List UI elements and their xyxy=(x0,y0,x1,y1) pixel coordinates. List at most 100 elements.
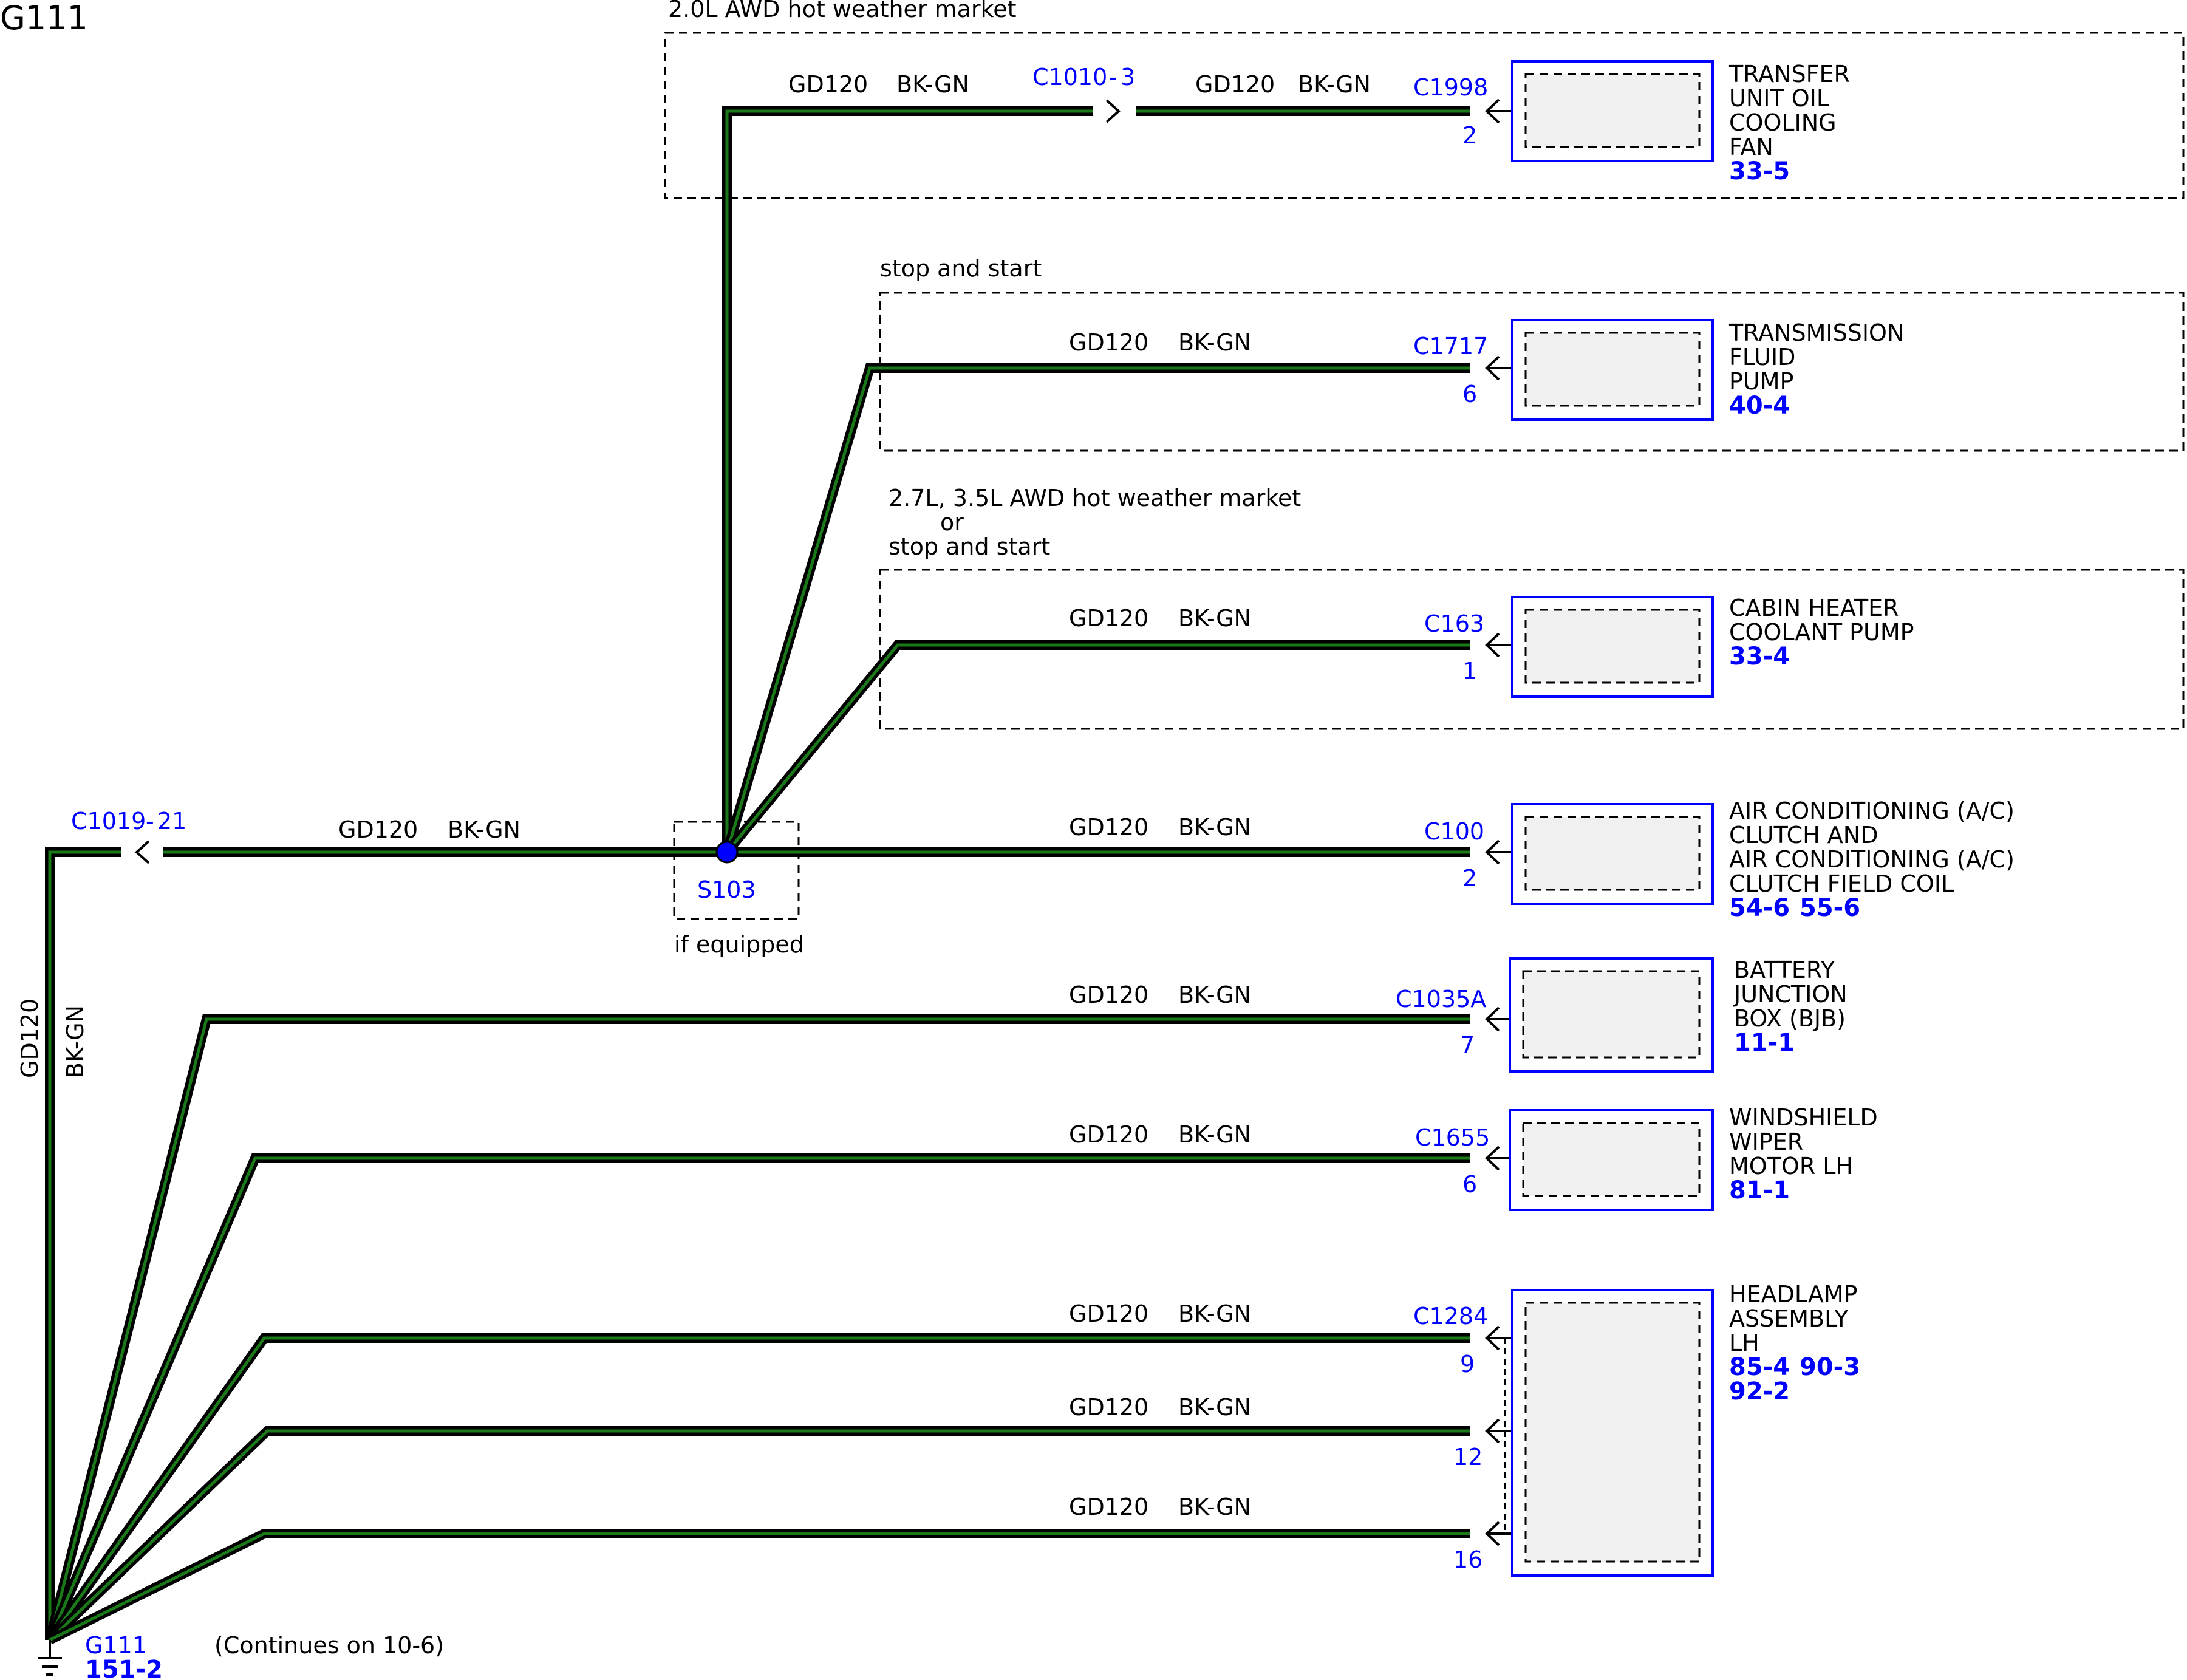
connector-pin: 2 xyxy=(1462,865,1477,892)
wire-circuit-label: GD120 xyxy=(1195,71,1275,98)
component-name: FLUID xyxy=(1729,344,1795,370)
page-ref-link[interactable]: 40-4 xyxy=(1729,392,1790,420)
wire-color-label-vertical: BK-GN xyxy=(62,1005,89,1078)
wire-circuit-label: GD120 xyxy=(1069,605,1148,632)
component-cabin-heater-coolant-pump: C163 1 CABIN HEATER COOLANT PUMP 33-4 xyxy=(1424,595,1914,698)
page-title: G111 xyxy=(0,0,88,37)
connector-id: C100 xyxy=(1424,818,1484,845)
wire-color-label: BK-GN xyxy=(1178,814,1251,841)
wire-circuit-label: GD120 xyxy=(1069,329,1148,356)
wire-color-label: BK-GN xyxy=(1178,1121,1251,1148)
c1010-pin: 3 xyxy=(1121,64,1135,90)
component-name: FAN xyxy=(1729,134,1773,160)
wire-color-label: BK-GN xyxy=(1178,1394,1251,1421)
component-transmission-fluid-pump: C1717 6 TRANSMISSION FLUID PUMP 40-4 xyxy=(1413,319,1904,421)
component-name: TRANSFER xyxy=(1728,61,1850,87)
ground-ref: 151-2 xyxy=(85,1656,163,1680)
zone-label-line-1: 2.7L, 3.5L AWD hot weather market xyxy=(889,485,1301,511)
component-name: COOLANT PUMP xyxy=(1729,619,1914,646)
c1010-pin-dash: - xyxy=(1109,64,1117,90)
wires xyxy=(45,106,1470,1645)
connector-pin: 16 xyxy=(1453,1546,1482,1573)
page-ref-link[interactable]: 81-1 xyxy=(1729,1176,1790,1204)
wire-circuit-label: GD120 xyxy=(1069,1394,1148,1421)
ground-g111: G111 151-2 (Continues on 10-6) xyxy=(38,1632,444,1680)
wire-circuit-label: GD120 xyxy=(1069,1494,1148,1520)
wire-labels: GD120 BK-GN GD120 BK-GN GD120 BK-GN GD12… xyxy=(16,71,1371,1520)
component-name: AIR CONDITIONING (A/C) xyxy=(1729,797,2015,824)
connector-id: C163 xyxy=(1424,610,1484,637)
zone-label-line-2: or xyxy=(940,509,964,536)
component-name: WINDSHIELD xyxy=(1729,1104,1878,1131)
component-name: CLUTCH FIELD COIL xyxy=(1729,870,1954,897)
connector-id: C1284 xyxy=(1413,1303,1488,1330)
component-name: PUMP xyxy=(1729,368,1793,395)
zone-2-0l-hot-weather xyxy=(664,32,2185,199)
wire-circuit-label: GD120 xyxy=(1069,1300,1148,1327)
component-windshield-wiper-motor-lh: C1655 6 WINDSHIELD WIPER MOTOR LH 81-1 xyxy=(1415,1104,1878,1211)
component-headlamp-assembly-lh: C1284 9 12 16 HEADLAMP ASSEMBLY LH 85-4 … xyxy=(1413,1281,1860,1577)
wire-circuit-label: GD120 xyxy=(788,71,868,98)
connector-id: C1717 xyxy=(1413,333,1488,360)
page-ref-link[interactable]: 92-2 xyxy=(1729,1378,1790,1405)
c1019-pin: 21 xyxy=(157,808,186,835)
page-ref-link[interactable]: 33-5 xyxy=(1729,157,1790,185)
wire-color-label: BK-GN xyxy=(896,71,969,98)
zone-hot-weather-or-stop-start xyxy=(879,569,2185,730)
page-ref-link[interactable]: 90-3 xyxy=(1800,1353,1860,1381)
wire-circuit-label: GD120 xyxy=(1069,982,1148,1008)
zone-label-2-0l: 2.0L AWD hot weather market xyxy=(668,0,1017,22)
wire-circuit-label: GD120 xyxy=(1069,814,1148,841)
connector-id: C1998 xyxy=(1413,74,1488,101)
connector-pin: 6 xyxy=(1462,381,1477,408)
inline-connector-c1010: C1010 - 3 xyxy=(1032,64,1135,123)
zone-label-stop-start: stop and start xyxy=(880,255,1042,282)
wire-circuit-label-vertical: GD120 xyxy=(16,999,43,1078)
c1019-id: C1019 xyxy=(71,808,146,835)
component-name: MOTOR LH xyxy=(1729,1153,1853,1180)
page-ref-link[interactable]: 55-6 xyxy=(1800,894,1860,922)
component-name: BATTERY xyxy=(1734,957,1835,983)
wire-color-label: BK-GN xyxy=(1178,982,1251,1008)
connector-pin: 12 xyxy=(1453,1444,1482,1470)
wire-color-label: BK-GN xyxy=(1298,71,1371,98)
wire-color-label: BK-GN xyxy=(1178,1494,1251,1520)
c1019-pin-dash: - xyxy=(146,808,154,835)
splice-note: if equipped xyxy=(674,931,804,958)
c1010-id: C1010 xyxy=(1032,64,1107,90)
zone-label-line-3: stop and start xyxy=(889,533,1050,560)
splice-id: S103 xyxy=(697,876,756,903)
connector-id: C1655 xyxy=(1415,1124,1490,1151)
splice-s103: S103 if equipped xyxy=(674,841,804,958)
wire-color-label: BK-GN xyxy=(448,816,520,843)
component-name: WIPER xyxy=(1729,1129,1803,1155)
connector-pin: 2 xyxy=(1462,122,1477,149)
component-name: LH xyxy=(1729,1330,1759,1356)
page-ref-link[interactable]: 33-4 xyxy=(1729,643,1790,671)
component-name: TRANSMISSION xyxy=(1728,319,1904,346)
connector-id: C1035A xyxy=(1396,986,1486,1012)
splice-dot xyxy=(715,841,739,864)
component-name: JUNCTION xyxy=(1733,981,1848,1008)
component-battery-junction-box: C1035A 7 BATTERY JUNCTION BOX (BJB) 11-1 xyxy=(1396,957,1848,1073)
ground-id: G111 xyxy=(85,1632,147,1659)
component-transfer-unit-oil-cooling-fan: C1998 2 TRANSFER UNIT OIL COOLING FAN 33… xyxy=(1413,60,1850,185)
connector-pin: 1 xyxy=(1462,658,1477,685)
component-name: CLUTCH AND xyxy=(1729,822,1878,849)
component-name: AIR CONDITIONING (A/C) xyxy=(1729,846,2015,873)
page-ref-link[interactable]: 54-6 xyxy=(1729,894,1790,922)
component-ac-clutch-field-coil: C100 2 AIR CONDITIONING (A/C) CLUTCH AND… xyxy=(1424,797,2015,922)
connector-pin: 7 xyxy=(1460,1032,1475,1059)
component-name: HEADLAMP xyxy=(1729,1281,1858,1308)
wire-circuit-label: GD120 xyxy=(1069,1121,1148,1148)
connector-pin: 9 xyxy=(1460,1351,1475,1378)
wire-color-label: BK-GN xyxy=(1178,605,1251,632)
page-ref-link[interactable]: 85-4 xyxy=(1729,1353,1790,1381)
component-name: BOX (BJB) xyxy=(1734,1005,1846,1032)
ground-continues-note: (Continues on 10-6) xyxy=(214,1632,444,1659)
page-ref-link[interactable]: 11-1 xyxy=(1734,1029,1795,1057)
wire-color-label: BK-GN xyxy=(1178,1300,1251,1327)
wire-color-label: BK-GN xyxy=(1178,329,1251,356)
inline-connector-c1019: C1019 - 21 xyxy=(71,808,186,864)
